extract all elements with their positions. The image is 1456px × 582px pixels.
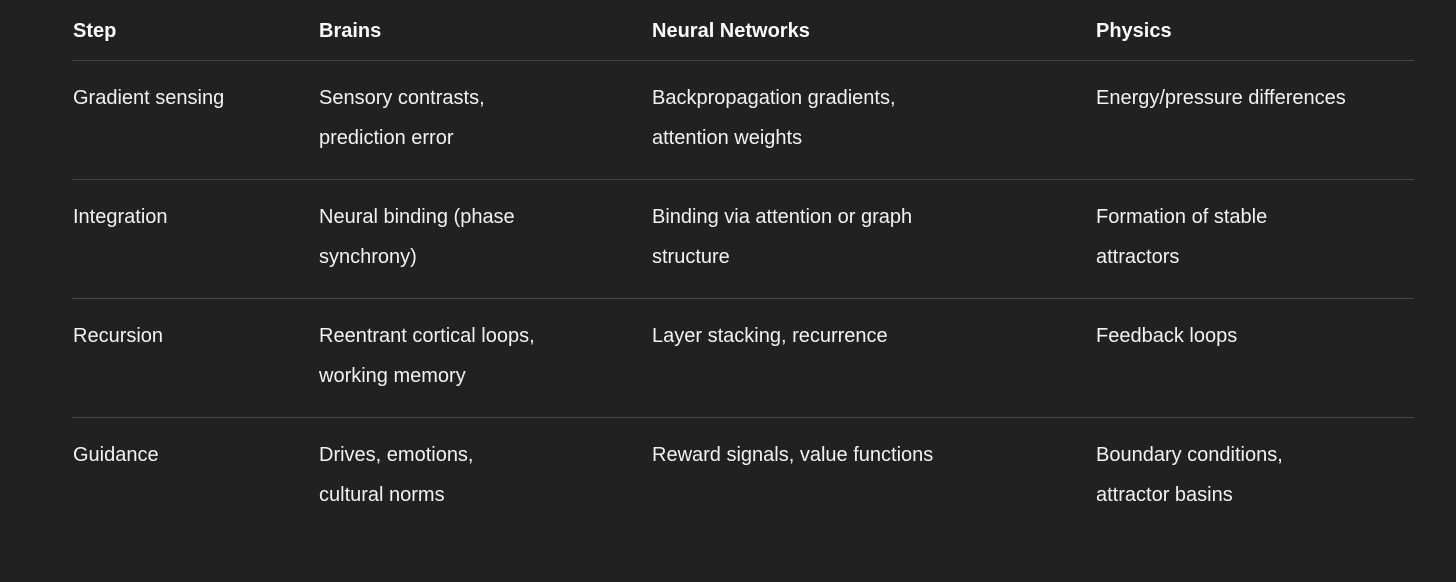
table-row-guidance: Guidance Drives, emotions, cultural norm… bbox=[72, 418, 1414, 536]
table-row-gradient-sensing: Gradient sensing Sensory contrasts, pred… bbox=[72, 61, 1414, 180]
column-header-physics: Physics bbox=[1096, 20, 1172, 42]
cell-brains: Drives, emotions, cultural norms bbox=[319, 444, 474, 506]
cell-physics: Feedback loops bbox=[1096, 325, 1238, 347]
cell-neural-networks: Layer stacking, recurrence bbox=[652, 325, 888, 347]
cell-brains: Reentrant cortical loops, working memory bbox=[319, 325, 535, 387]
table-row-integration: Integration Neural binding (phase synchr… bbox=[72, 180, 1414, 299]
table-header-row: Step Brains Neural Networks Physics bbox=[72, 0, 1414, 61]
column-header-step: Step bbox=[73, 20, 117, 42]
column-header-brains: Brains bbox=[319, 20, 382, 42]
cell-step: Integration bbox=[73, 206, 168, 228]
cell-step: Guidance bbox=[73, 444, 159, 466]
cell-neural-networks: Binding via attention or graph structure bbox=[652, 206, 913, 268]
cell-step: Gradient sensing bbox=[73, 87, 225, 109]
cell-brains: Sensory contrasts, prediction error bbox=[319, 87, 485, 149]
comparison-table: Step Brains Neural Networks Physics Grad… bbox=[72, 0, 1414, 536]
cell-neural-networks: Reward signals, value functions bbox=[652, 444, 934, 466]
cell-physics: Formation of stable attractors bbox=[1096, 206, 1268, 268]
column-header-neural-networks: Neural Networks bbox=[652, 20, 810, 42]
cell-brains: Neural binding (phase synchrony) bbox=[319, 206, 515, 268]
table-row-recursion: Recursion Reentrant cortical loops, work… bbox=[72, 299, 1414, 418]
cell-step: Recursion bbox=[73, 325, 164, 347]
cell-physics: Energy/pressure differences bbox=[1096, 87, 1346, 109]
cell-physics: Boundary conditions, attractor basins bbox=[1096, 444, 1283, 506]
cell-neural-networks: Backpropagation gradients, attention wei… bbox=[652, 87, 896, 149]
